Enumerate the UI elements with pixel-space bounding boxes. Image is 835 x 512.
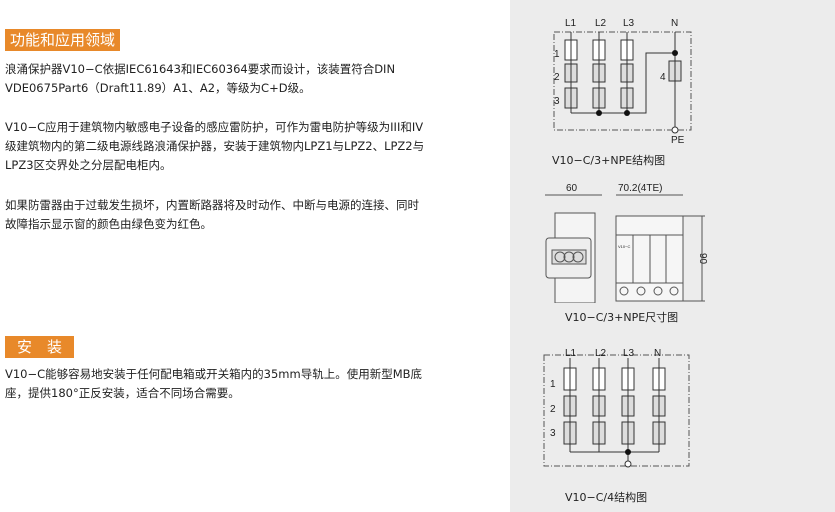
section-title-function: 功能和应用领域	[5, 29, 121, 51]
section-title-install: 安 装	[5, 336, 75, 358]
label-1: 1	[550, 379, 556, 390]
label-2: 2	[554, 72, 560, 83]
caption-structure-3npe: V10−C/3+NPE结构图	[552, 154, 666, 167]
label-l3: L3	[623, 348, 635, 359]
dim-width-side: 60	[566, 183, 578, 194]
text-line: V10−C能够容易地安装于任何配电箱或开关箱内的35mm导轨上。使用新型MB底	[5, 367, 423, 381]
paragraph: 浪涌保护器V10−C依据IEC61643和IEC60364要求而设计，该装置符合…	[5, 60, 475, 98]
label-3: 3	[554, 96, 560, 107]
text-line: 如果防雷器由于过载发生损坏，内置断路器将及时动作、中断与电源的连接、同时	[5, 198, 419, 212]
label-pe: PE	[671, 135, 685, 146]
label-n: N	[654, 348, 661, 359]
structure-diagram-4: L1 L2 L3 N PE 1 2 3	[543, 348, 690, 470]
label-l1: L1	[565, 348, 577, 359]
caption-structure-4: V10−C/4结构图	[565, 491, 648, 504]
label-n: N	[671, 18, 678, 29]
text-line: 故障指示显示窗的颜色由绿色变为红色。	[5, 217, 212, 231]
label-l3: L3	[623, 18, 635, 29]
caption-dimension: V10−C/3+NPE尺寸图	[565, 311, 679, 324]
diagram-panel: L1 L2 L3 N PE 1 2 3 4 V10−C/3+NPE结构图 60 …	[510, 0, 835, 512]
terminal-labels: L1 L2 L3 N PE 1 2 3 4	[554, 18, 685, 146]
structure-diagram-3npe: L1 L2 L3 N PE 1 2 3 4	[553, 18, 692, 146]
label-3: 3	[550, 428, 556, 439]
text-line: 级建筑物内的第二级电源线路浪涌保护器，安装于建筑物内LPZ1与LPZ2、LPZ2…	[5, 139, 425, 153]
text-line: V10−C应用于建筑物内敏感电子设备的感应雷防护，可作为雷电防护等级为III和I…	[5, 120, 424, 134]
paragraph: 如果防雷器由于过载发生损坏，内置断路器将及时动作、中断与电源的连接、同时故障指示…	[5, 196, 475, 234]
text-line: LPZ3区交界处之分层配电柜内。	[5, 158, 172, 172]
paragraph: V10−C能够容易地安装于任何配电箱或开关箱内的35mm导轨上。使用新型MB底座…	[5, 365, 475, 403]
text-line: VDE0675Part6（Draft11.89）A1、A2，等级为C+D级。	[5, 81, 311, 95]
paragraph: V10−C应用于建筑物内敏感电子设备的感应雷防护，可作为雷电防护等级为III和I…	[5, 118, 475, 175]
label-l1: L1	[565, 18, 577, 29]
label-l2: L2	[595, 18, 607, 29]
text-line: 浪涌保护器V10−C依据IEC61643和IEC60364要求而设计，该装置符合…	[5, 62, 396, 76]
label-pe: PE	[621, 469, 635, 470]
label-4: 4	[660, 72, 666, 83]
label-1: 1	[554, 49, 560, 60]
dim-width-front: 70.2(4TE)	[618, 183, 662, 194]
text-line: 座，提供180°正反安装，适合不同场合需要。	[5, 386, 240, 400]
module-label: V10−C	[618, 244, 630, 249]
label-2: 2	[550, 404, 556, 415]
label-l2: L2	[595, 348, 607, 359]
dimension-diagram: 60 70.2(4TE) 90 V10−C	[545, 183, 708, 303]
